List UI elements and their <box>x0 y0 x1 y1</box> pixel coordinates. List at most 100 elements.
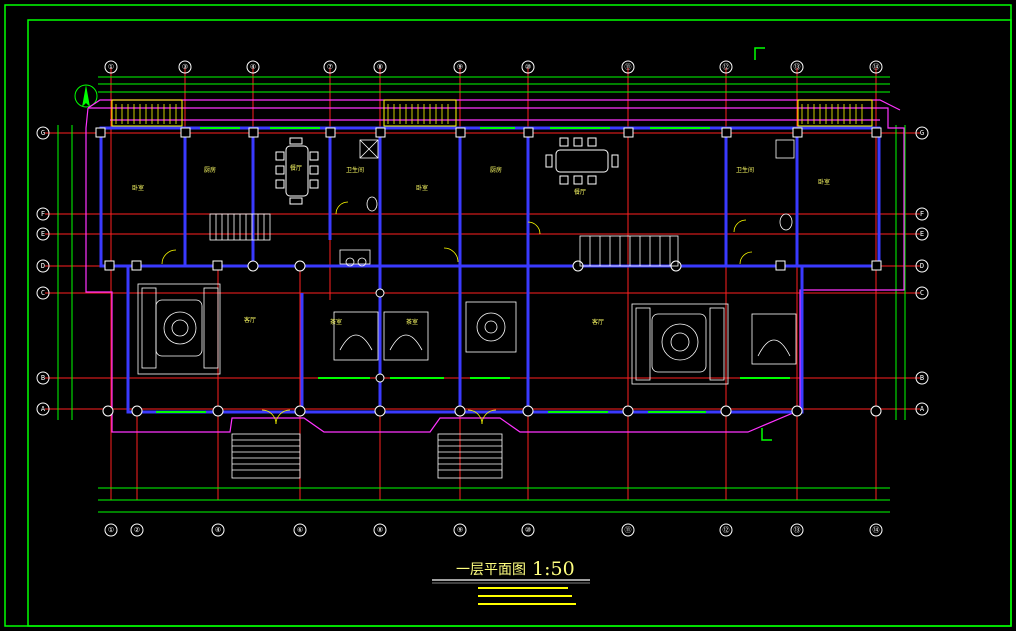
axis-label: ⑧ <box>377 526 383 534</box>
axis-label: ① <box>108 63 114 71</box>
door-swings <box>161 201 753 425</box>
axis-label: ② <box>134 526 140 534</box>
axis-bubble <box>293 523 307 537</box>
sofa-set-icon <box>137 283 729 385</box>
axis-label: ① <box>108 526 114 534</box>
axis-label: B <box>920 374 924 382</box>
window-strips <box>156 127 790 413</box>
axis-label: ⑨ <box>457 63 463 71</box>
axis-bubble <box>211 523 225 537</box>
axis-bubble <box>178 60 192 74</box>
axis-bubble <box>621 60 635 74</box>
axis-label: ④ <box>215 526 221 534</box>
axis-label: ⑭ <box>873 526 880 534</box>
svg-text:餐厅: 餐厅 <box>290 164 302 172</box>
axis-bubble <box>915 126 929 140</box>
axis-bubble <box>869 523 883 537</box>
drawing-title: 一层平面图 <box>456 562 526 578</box>
axis-bubble <box>869 60 883 74</box>
svg-text:茶室: 茶室 <box>330 318 342 326</box>
bathroom-fixtures-icon <box>339 139 795 267</box>
dining-table-icon <box>545 137 619 185</box>
axis-bubble <box>790 60 804 74</box>
axis-bubble <box>373 60 387 74</box>
axis-bubble <box>453 60 467 74</box>
balcony-hatch <box>111 99 873 127</box>
axis-bubble <box>323 60 337 74</box>
axis-bubble <box>719 60 733 74</box>
dimension-lines <box>57 76 906 513</box>
building-outline <box>85 99 905 433</box>
svg-text:厨房: 厨房 <box>204 166 216 174</box>
axis-bubble <box>36 259 50 273</box>
stair-icon <box>579 235 679 267</box>
svg-text:卫生间: 卫生间 <box>736 166 754 174</box>
lounge-chairs-icon <box>333 301 797 365</box>
axis-label: D <box>920 262 924 270</box>
axis-bubble <box>246 60 260 74</box>
axis-label: ⑦ <box>327 63 333 71</box>
axis-label: ⑩ <box>525 63 531 71</box>
axis-bubble <box>521 60 535 74</box>
axis-bubble <box>915 227 929 241</box>
axis-bubbles-bottom: ① ② ④ ⑥ ⑧ ⑨ ⑩ ⑪ ⑫ ⑬ ⑭ <box>104 523 883 537</box>
axis-bubble <box>521 523 535 537</box>
axis-label: ⑫ <box>723 63 730 71</box>
axis-label: ⑪ <box>625 63 632 71</box>
axis-label: D <box>41 262 45 270</box>
axis-label: ⑩ <box>525 526 531 534</box>
axis-label: G <box>920 129 924 137</box>
axis-label: ⑬ <box>794 63 801 71</box>
stair-icon <box>209 213 271 241</box>
axis-label: F <box>41 210 45 218</box>
entrance-steps-icon <box>231 433 503 479</box>
axis-bubble <box>104 60 118 74</box>
axis-bubble <box>915 259 929 273</box>
svg-text:客厅: 客厅 <box>592 318 604 326</box>
axis-label: ⑭ <box>873 63 880 71</box>
axis-bubble <box>104 523 118 537</box>
axis-bubble <box>915 207 929 221</box>
axis-label: ⑧ <box>377 63 383 71</box>
axis-label: ⑨ <box>457 526 463 534</box>
axis-label: ⑫ <box>723 526 730 534</box>
svg-text:客厅: 客厅 <box>244 316 256 324</box>
section-mark <box>754 47 765 60</box>
axis-label: G <box>41 129 45 137</box>
section-mark <box>761 428 772 441</box>
svg-text:卧室: 卧室 <box>132 184 144 192</box>
svg-text:餐厅: 餐厅 <box>574 188 586 196</box>
axis-bubble <box>36 402 50 416</box>
axis-label: ⑬ <box>794 526 801 534</box>
axis-bubble <box>36 207 50 221</box>
svg-text:卧室: 卧室 <box>416 184 428 192</box>
axis-label: E <box>41 230 45 238</box>
axis-bubble <box>36 227 50 241</box>
axis-label: F <box>920 210 924 218</box>
svg-text:厨房: 厨房 <box>490 166 502 174</box>
inner-frame <box>27 19 1012 627</box>
axis-label: C <box>920 289 924 297</box>
axis-bubble <box>130 523 144 537</box>
axis-label: ④ <box>250 63 256 71</box>
axis-bubble <box>915 286 929 300</box>
axis-label: ⑥ <box>297 526 303 534</box>
axis-bubble <box>621 523 635 537</box>
room-labels: 卧室 厨房 餐厅 卫生间 卧室 厨房 餐厅 卫生间 卧室 客厅 茶室 茶室 客厅 <box>132 164 830 326</box>
axis-bubble <box>915 371 929 385</box>
axis-label: ⑪ <box>625 526 632 534</box>
drawing-scale: 1:50 <box>532 558 575 580</box>
axis-bubble <box>373 523 387 537</box>
dining-table-icon <box>275 137 319 205</box>
notes-block <box>478 587 576 605</box>
axis-label: E <box>920 230 924 238</box>
north-arrow-icon <box>74 84 98 108</box>
axis-bubble <box>36 371 50 385</box>
axis-bubble <box>790 523 804 537</box>
svg-text:卫生间: 卫生间 <box>346 166 364 174</box>
axis-bubble <box>719 523 733 537</box>
axis-bubble <box>36 286 50 300</box>
